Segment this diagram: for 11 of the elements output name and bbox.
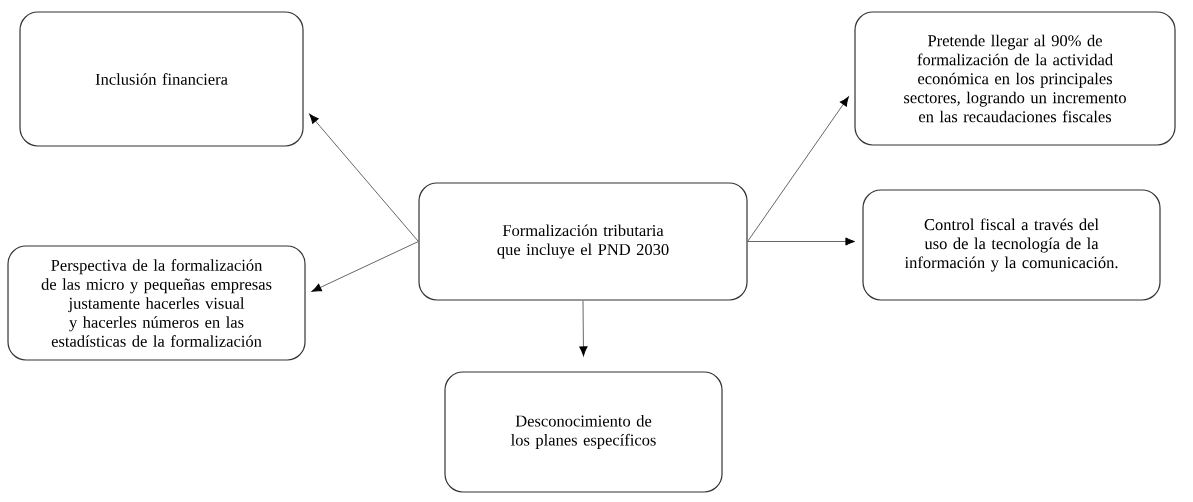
arrow	[747, 237, 855, 246]
process-box: Desconocimiento de los planes específicos	[444, 371, 723, 493]
process-box: Perspectiva de la formalización de las micro y pequeñas empresas justamente hacerles visual y hacerles números en las estadísticas de la formalización	[7, 245, 306, 361]
arrow	[309, 113, 419, 242]
process-box: Control fiscal a través del uso de la tecnología de la información y la comunicación.	[862, 189, 1161, 301]
process-box: Inclusión financiera	[19, 11, 304, 147]
arrow	[579, 300, 588, 356]
arrow	[311, 241, 419, 292]
process-box: Formalización tributaria que incluye el PND 2030	[418, 182, 748, 301]
arrow	[747, 96, 849, 242]
process-box: Pretende llegar al 90% de formalización de la actividad económica en los principales sectores, logrando un incremento en las recaudaciones fiscales	[854, 11, 1176, 146]
